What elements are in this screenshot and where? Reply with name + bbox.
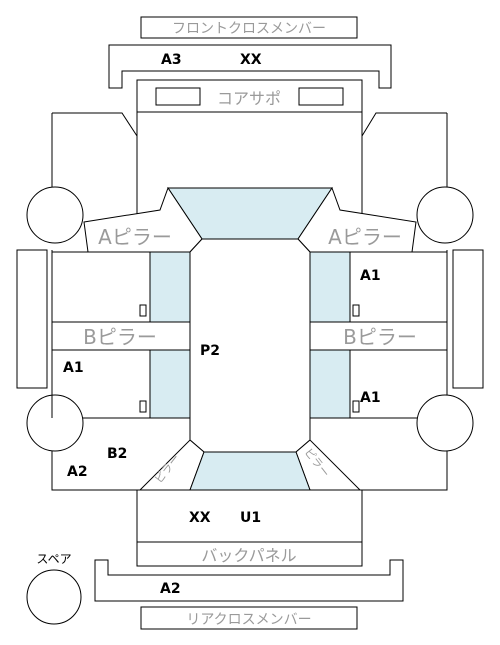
left-rear-door-handle — [139, 400, 147, 413]
left-b-pillar — [51, 321, 191, 351]
right-rear-wheel — [416, 394, 474, 452]
engine-bay — [136, 112, 363, 215]
spare-tire — [26, 569, 82, 625]
right-b-pillar — [309, 321, 448, 351]
rear-member-code: A2 — [160, 581, 181, 597]
left-b-pillar-label: Bピラー — [83, 325, 157, 349]
right-front-door — [349, 251, 448, 323]
front-member-xx: XX — [240, 52, 262, 68]
front-cross-member-label: フロントクロスメンバー — [172, 21, 326, 37]
left-a2-code: A2 — [67, 464, 88, 480]
right-rear-glass — [309, 349, 351, 419]
back-panel-label: バックパネル — [201, 546, 296, 565]
left-middle-code: A1 — [63, 360, 84, 376]
right-rear-door-handle — [352, 400, 360, 413]
left-front-wheel — [26, 186, 84, 244]
right-front-glass — [309, 251, 351, 323]
left-rear-wheel — [26, 394, 84, 452]
right-b-pillar-label: Bピラー — [343, 325, 417, 349]
roof-code: P2 — [200, 343, 220, 359]
front-member-code: A3 — [161, 52, 182, 68]
left-mirror — [16, 249, 48, 389]
right-a-pillar-label: Aピラー — [328, 225, 402, 249]
left-rear-quarter — [51, 395, 137, 491]
rear-cross-member-label: リアクロスメンバー — [186, 612, 311, 628]
rear-window — [189, 451, 311, 491]
trunk-u1-code: U1 — [240, 510, 261, 526]
trunk-xx-code: XX — [189, 510, 211, 526]
right-front-door-handle — [352, 304, 360, 317]
trunk-lid — [136, 489, 363, 543]
left-headlight — [155, 87, 201, 106]
left-front-glass — [149, 251, 191, 323]
left-front-door-handle — [139, 304, 147, 317]
right-lower-code: A1 — [360, 390, 381, 406]
front-cross-member-box — [140, 16, 358, 39]
right-rear-quarter — [362, 451, 448, 491]
right-headlight — [298, 87, 344, 106]
right-mirror — [452, 249, 484, 389]
right-front-wheel — [416, 186, 474, 244]
left-b2-code: B2 — [107, 446, 127, 462]
left-rear-glass — [149, 349, 191, 419]
rear-cross-member-box — [140, 606, 358, 630]
core-support-label: コアサポ — [217, 89, 281, 108]
left-a-pillar-label: Aピラー — [98, 225, 172, 249]
right-upper-code: A1 — [360, 268, 381, 284]
back-panel-box — [136, 541, 363, 567]
spare-label: スペア — [36, 552, 71, 566]
rear-cross-member-bracket — [94, 559, 404, 602]
left-front-door — [51, 251, 151, 323]
front-cross-member-bracket — [108, 44, 392, 89]
